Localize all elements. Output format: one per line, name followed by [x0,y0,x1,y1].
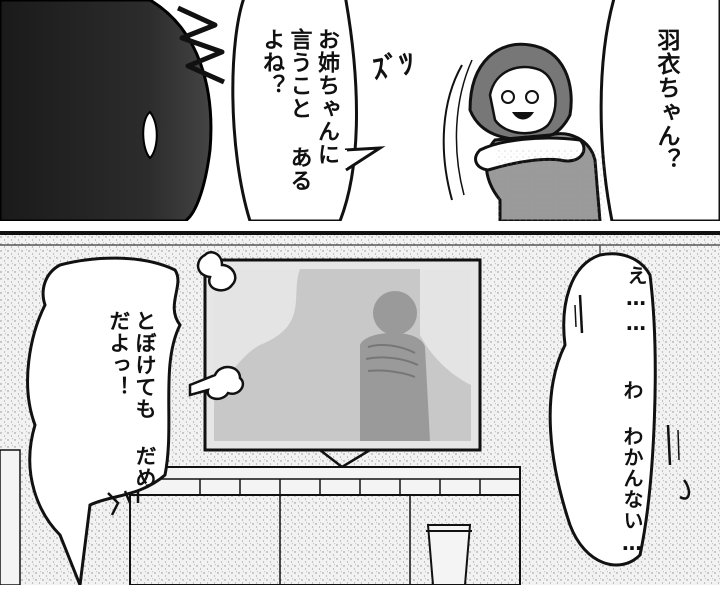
top-panel: お姉ちゃんに 言うこと あるよね？ 羽衣ちゃん？ ｽﾞﾂ [0,0,720,225]
top-panel-art [0,0,720,221]
trash-can [426,524,472,585]
bottom-panel-art [0,235,720,585]
panel-gutter [0,221,720,231]
bottom-panel: とぼけても だめだよっ！ え…… わ わかんない… [0,231,720,589]
speech-text-right: 羽衣ちゃん？ [653,28,679,172]
sfx-zuzu: ｽﾞﾂ [369,46,417,87]
angry-face-sfx [107,490,140,516]
dark-figure [0,0,213,221]
girl-figure [468,42,606,221]
tv-silhouette [360,291,430,441]
zigzag-sfx [176,5,226,85]
tv-cabinet [129,466,521,496]
speech-bubble-right [548,252,657,567]
puff-sfx-1 [196,251,237,292]
speech-text-right-1: え…… [624,265,648,336]
speech-text-right-2: わ わかんない… [620,380,644,556]
puff-sfx-2 [188,365,245,401]
speech-text-left: とぼけても だめだよっ！ [106,310,157,489]
sweat-drop [142,110,158,160]
speech-bubble-left [231,0,358,221]
speech-bubble-right [599,0,720,221]
speech-bubble-left-jagged [26,256,182,585]
speech-text-left: お姉ちゃんに 言うこと あるよね？ [259,28,339,192]
